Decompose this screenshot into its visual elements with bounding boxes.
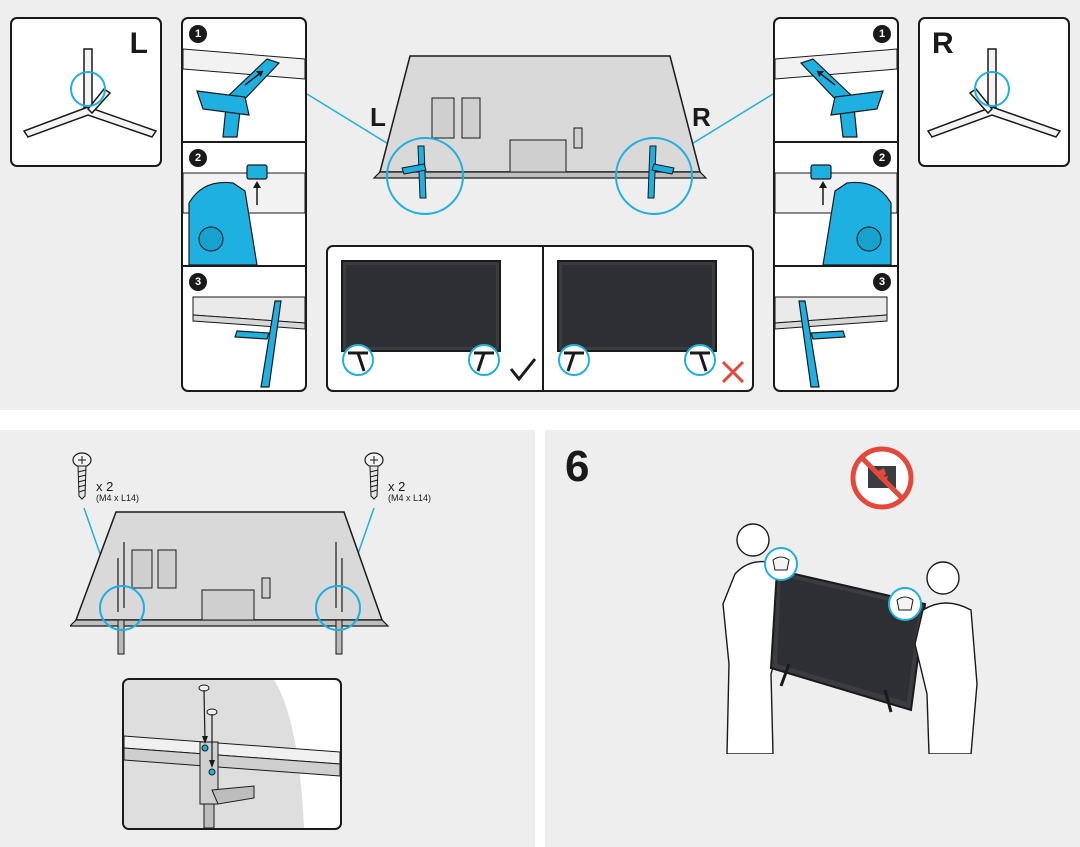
left-stand-box: L <box>10 17 162 167</box>
screw-panel: x 2 (M4 x L14) x 2 (M4 x L14) <box>0 430 535 847</box>
left-letter: L <box>129 27 148 60</box>
step-1-right-illustration <box>775 48 897 138</box>
left-step-2-box: 2 <box>181 141 307 267</box>
tv-back-illustration: L R <box>370 50 711 220</box>
step-2-right-illustration <box>775 164 897 265</box>
screw-zoom-illustration <box>124 680 340 828</box>
step-3-illustration <box>192 296 305 388</box>
check-icon <box>509 358 537 382</box>
left-screw-spec: (M4 x L14) <box>96 492 140 503</box>
left-step-3-box: 3 <box>181 265 307 392</box>
no-touch-screen-icon <box>850 446 914 510</box>
step-3-badge: 3 <box>189 273 207 291</box>
right-step-1-box: 1 <box>773 17 899 143</box>
step-1-illustration <box>183 48 305 138</box>
right-screw-label: x 2 (M4 x L14) <box>388 480 431 503</box>
step-6-number: 6 <box>565 442 590 491</box>
tv-front-wrong <box>557 260 717 376</box>
right-letter: R <box>932 27 954 60</box>
step-2-badge: 2 <box>189 149 207 167</box>
step-1-right-badge: 1 <box>873 25 891 43</box>
tv-left-label: L <box>370 102 386 132</box>
screw-icon <box>364 452 384 500</box>
left-screw-label: x 2 (M4 x L14) <box>96 480 139 503</box>
left-step-1-box: 1 <box>181 17 307 143</box>
cross-icon <box>721 360 745 384</box>
top-panel: L 1 2 3 <box>0 0 1080 410</box>
connector-lines <box>306 93 774 146</box>
step-6-panel: 6 <box>545 430 1080 847</box>
step-1-badge: 1 <box>189 25 207 43</box>
tv-front-correct <box>341 260 501 376</box>
right-screw-spec: (M4 x L14) <box>388 492 432 503</box>
carry-tv-illustration <box>722 523 978 754</box>
left-screw-qty: x 2 <box>96 479 114 494</box>
tv-right-label: R <box>692 102 711 132</box>
stand-right-illustration <box>926 48 1062 138</box>
right-step-2-box: 2 <box>773 141 899 267</box>
correct-orientation <box>328 247 542 390</box>
screw-zoom-box <box>122 678 342 830</box>
step-3-right-illustration <box>775 296 888 388</box>
step-3-right-badge: 3 <box>873 273 891 291</box>
stand-orientation-comparison <box>326 245 754 392</box>
stand-left-illustration <box>22 48 158 138</box>
tv-back-svg <box>372 55 708 215</box>
right-step-3-box: 3 <box>773 265 899 392</box>
step-2-illustration <box>183 164 305 265</box>
wrong-orientation <box>544 247 752 390</box>
right-screw-qty: x 2 <box>388 479 406 494</box>
step-2-right-badge: 2 <box>873 149 891 167</box>
divider <box>542 247 544 390</box>
screw-icon <box>72 452 92 500</box>
right-stand-box: R <box>918 17 1070 167</box>
tv-screw-illustration <box>70 511 390 655</box>
